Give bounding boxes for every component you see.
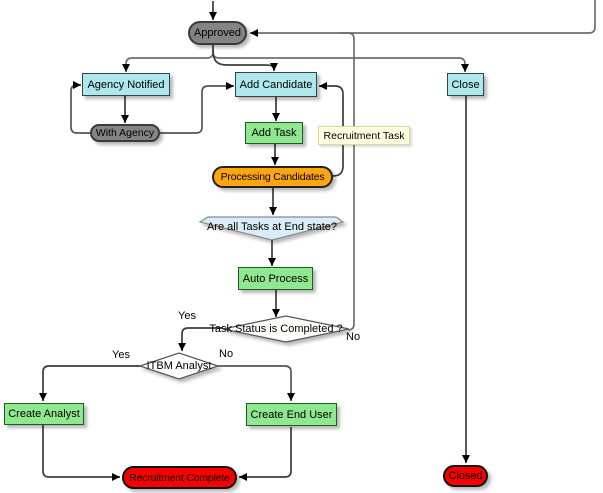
edge-label-task-status-no: No [346,331,361,343]
node-recruitment-complete[interactable]: Recruitment Complete [122,466,237,489]
edge-approved-to-close [212,51,469,72]
edge-itbm-yes-to-create-analyst [39,365,140,401]
node-close[interactable]: Close [447,73,484,96]
node-auto-process[interactable]: Auto Process [238,267,313,290]
decision-shape-task-status[interactable] [222,315,350,343]
edge-label-itbm-yes: Yes [112,349,130,361]
edge-with-agency-to-add-candidate [160,82,234,134]
node-processing-candidates[interactable]: Processing Candidates [212,166,333,188]
node-closed[interactable]: Closed [443,465,488,487]
edge-create-end-user-to-complete [239,427,292,481]
node-with-agency[interactable]: With Agency [90,124,160,142]
decision-label-itbm-analyst: ITBM Analyst [146,360,212,372]
node-create-end-user[interactable]: Create End User [246,403,337,426]
edge-task-status-yes-to-itbm [178,327,223,351]
decision-label-task-status: Task Status is Completed ? [209,323,343,335]
join-shape-tasks-end-state[interactable] [198,216,345,241]
node-add-task[interactable]: Add Task [245,122,303,144]
edge-itbm-no-to-create-end-user [218,365,295,401]
edge-processing-to-add-candidate [319,82,344,177]
edge-label-itbm-no: No [219,348,234,360]
note-recruitment-task: Recruitment Task [318,126,410,145]
edge-label-task-status-yes: Yes [178,310,196,322]
node-add-candidate[interactable]: Add Candidate [235,72,317,97]
edge-task-status-no-to-approved [340,32,355,331]
edge-topright-to-approved [250,0,596,37]
edge-approved-to-agency-notified [122,51,214,72]
edge-approved-to-add-candidate [212,49,278,71]
node-agency-notified[interactable]: Agency Notified [82,73,170,96]
edge-create-analyst-to-complete [42,425,120,481]
edge-with-agency-to-agency-notified [70,81,90,134]
node-create-analyst[interactable]: Create Analyst [4,403,84,425]
join-label-tasks-end-state: Are all Tasks at End state? [206,221,338,233]
node-approved[interactable]: Approved [188,21,247,45]
